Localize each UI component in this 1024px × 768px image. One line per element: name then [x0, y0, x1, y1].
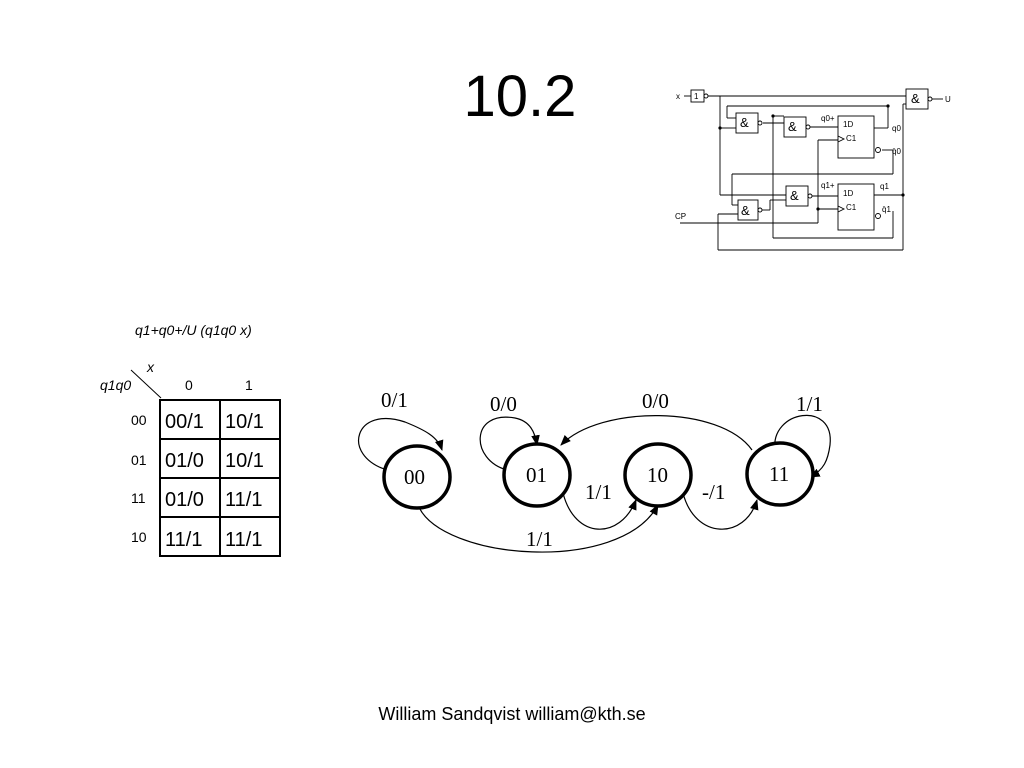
- kmap-col-header-0: 0: [185, 377, 193, 393]
- state-label-01: 01: [526, 463, 547, 487]
- q0-bar-label: q̄0: [892, 147, 901, 156]
- state-label-11: 11: [769, 462, 789, 486]
- and-gate-c-label: &: [790, 188, 799, 203]
- edge-00-10: [417, 504, 659, 553]
- edge-label-10-11: -/1: [702, 480, 725, 504]
- kmap-title: q1+q0+/U (q1q0 x): [135, 322, 252, 338]
- kmap-col-header-1: 1: [245, 377, 253, 393]
- footer-author: William Sandqvist william@kth.se: [378, 704, 646, 724]
- edge-label-01-01: 0/0: [490, 392, 517, 416]
- and-gate-u-label: &: [911, 91, 920, 106]
- edge-label-00-10: 1/1: [526, 527, 553, 551]
- kmap-cell: 10/1: [225, 450, 264, 472]
- and-gate-b-label: &: [788, 119, 797, 134]
- edge-00-00: [358, 417, 444, 471]
- edge-01-01: [479, 416, 540, 471]
- kmap-row-label-3: 10: [131, 529, 147, 545]
- edge-label-11-01: 0/0: [642, 389, 669, 413]
- state-node-11: [745, 441, 815, 507]
- kmap-cell: 01/0: [165, 450, 204, 472]
- kmap-cell: 11/1: [225, 489, 262, 511]
- ff1-clk-label: C1: [846, 203, 857, 212]
- slide-title: 10.2: [463, 64, 577, 129]
- edge-10-11: [682, 492, 759, 530]
- kmap-cell: 10/1: [225, 411, 264, 433]
- kmap-row-label-0: 00: [131, 412, 147, 428]
- edge-11-11: [774, 414, 831, 478]
- q1-label: q1: [880, 182, 889, 191]
- q1-plus-label: q1+: [821, 181, 835, 190]
- state-label-00: 00: [404, 465, 425, 489]
- edge-label-11-11: 1/1: [796, 392, 823, 416]
- edge-label-00-00: 0/1: [381, 388, 408, 412]
- clock-label: CP: [675, 212, 686, 221]
- output-u-label: U: [945, 95, 951, 104]
- state-diagram: 00 01 10 11 0/1 0/0 0/0 1/1 1/1 -/1 1/1: [358, 388, 831, 553]
- state-node-10: [623, 442, 693, 508]
- kmap-cell: 00/1: [165, 411, 204, 433]
- state-node-00: [382, 444, 452, 510]
- kmap-row-label-2: 11: [131, 490, 146, 506]
- circuit-schematic: x 1 & & & & & U 1D C1 1D C1 q0+ q1+ q0 q…: [675, 88, 951, 251]
- not-gate-label: 1: [694, 92, 699, 101]
- edge-label-01-10: 1/1: [585, 480, 612, 504]
- kmap-cell: 01/0: [165, 489, 204, 511]
- q0-label: q0: [892, 124, 901, 133]
- and-gate-a-label: &: [740, 115, 749, 130]
- ff0-d-label: 1D: [843, 120, 853, 129]
- q0-plus-label: q0+: [821, 114, 835, 123]
- edge-01-10: [562, 492, 637, 530]
- kmap-row-label-1: 01: [131, 452, 147, 468]
- kmap-cell: 11/1: [225, 529, 262, 551]
- input-x-label: x: [676, 92, 680, 101]
- kmap-row-var: q1q0: [100, 377, 131, 393]
- state-label-10: 10: [647, 463, 668, 487]
- karnaugh-map: q1+q0+/U (q1q0 x) x q1q0 0 1 00 01 11 10…: [100, 322, 281, 557]
- ff0-clk-label: C1: [846, 134, 857, 143]
- kmap-col-var: x: [146, 359, 155, 375]
- q1-bar-label: q̄1: [882, 205, 891, 214]
- ff1-d-label: 1D: [843, 189, 853, 198]
- and-gate-d-label: &: [741, 203, 750, 218]
- state-node-01: [502, 442, 572, 508]
- edge-11-01: [560, 415, 753, 451]
- kmap-cell: 11/1: [165, 529, 202, 551]
